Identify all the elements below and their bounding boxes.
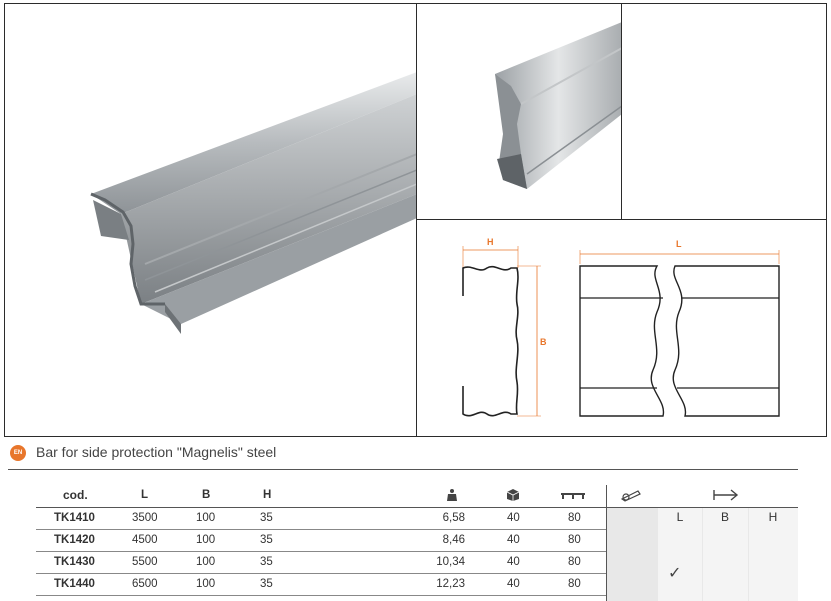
cell-length: 5500: [132, 556, 158, 568]
cell-height: 35: [260, 534, 273, 546]
empty-panel: [621, 3, 827, 220]
cell-weight: 10,34: [436, 556, 465, 568]
cell-pallet-qty: 80: [568, 512, 581, 524]
cell-height: 35: [260, 512, 273, 524]
column-l-shade: [658, 508, 702, 601]
cell-code: TK1420: [54, 534, 95, 546]
l-dimension-label: L: [676, 239, 682, 249]
weight-icon: [446, 488, 458, 502]
cutting-column-b: B: [720, 510, 729, 524]
cell-pack-qty: 40: [507, 578, 520, 590]
language-badge: EN: [10, 445, 26, 461]
cell-length: 4500: [132, 534, 158, 546]
table-row: TK1410 3500 100 35 6,58 40 80: [36, 508, 606, 530]
profile-section: [462, 265, 519, 417]
cell-code: TK1430: [54, 556, 95, 568]
h-dimension-label: H: [487, 237, 494, 247]
cell-weight: 8,46: [442, 534, 465, 546]
table-row: TK1420 4500 100 35 8,46 40 80: [36, 530, 606, 552]
cell-length: 6500: [132, 578, 158, 590]
cutting-saw-icon: [620, 487, 642, 503]
b-dimension-label: B: [540, 337, 547, 347]
cutting-column-l: L: [676, 510, 684, 524]
cell-width: 100: [196, 556, 216, 568]
check-icon: ✓: [668, 565, 682, 582]
cell-pack-qty: 40: [507, 556, 520, 568]
table-header: cod. L B H: [36, 485, 606, 508]
table-row: TK1440 6500 100 35 12,23 40 80: [36, 574, 606, 596]
cutting-options-panel: L B H ✓: [606, 485, 798, 601]
product-photo-end-view: [416, 3, 622, 220]
cell-code: TK1410: [54, 512, 95, 524]
cell-height: 35: [260, 578, 273, 590]
cell-width: 100: [196, 512, 216, 524]
package-box-icon: [506, 488, 520, 502]
header-length: L: [141, 489, 149, 501]
cell-code: TK1440: [54, 578, 95, 590]
cell-width: 100: [196, 534, 216, 546]
product-title: Bar for side protection "Magnelis" steel: [36, 444, 277, 460]
steel-bar-illustration: [90, 72, 417, 334]
table-row: TK1430 5500 100 35 10,34 40 80: [36, 552, 606, 574]
cell-height: 35: [260, 556, 273, 568]
product-photo-main: [4, 3, 417, 437]
cell-weight: 12,23: [436, 578, 465, 590]
side-panel-divider: [606, 485, 607, 601]
cell-pallet-qty: 80: [568, 534, 581, 546]
header-height: H: [263, 489, 272, 501]
cell-pack-qty: 40: [507, 534, 520, 546]
length-arrow-icon: [712, 488, 740, 502]
header-code: cod.: [63, 488, 88, 502]
side-panel-header-line: [606, 507, 798, 508]
cutting-column-h: H: [768, 510, 778, 524]
side-view: [579, 265, 780, 417]
dimension-drawing: H B L: [462, 237, 780, 417]
cell-width: 100: [196, 578, 216, 590]
column-b-shade: [703, 508, 748, 601]
header-width: B: [202, 489, 211, 501]
cell-pallet-qty: 80: [568, 556, 581, 568]
cell-pallet-qty: 80: [568, 578, 581, 590]
column-h-shade: [749, 508, 798, 601]
pallet-icon: [560, 488, 586, 502]
cell-length: 3500: [132, 512, 158, 524]
cell-pack-qty: 40: [507, 512, 520, 524]
steel-bar-end-illustration: [495, 22, 622, 189]
technical-drawing: H B L: [416, 219, 827, 437]
cell-weight: 6,58: [442, 512, 465, 524]
product-title-row: EN Bar for side protection "Magnelis" st…: [8, 443, 798, 470]
